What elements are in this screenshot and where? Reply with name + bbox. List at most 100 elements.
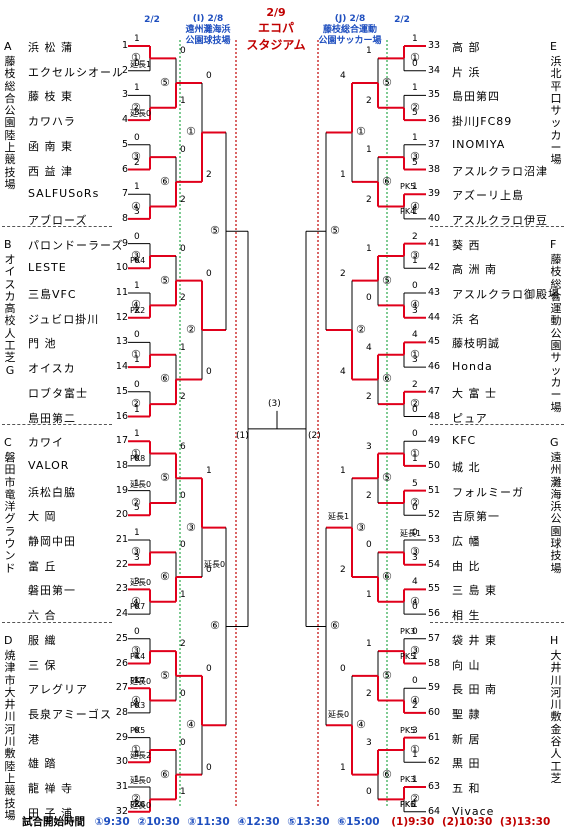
r2-score-left: 0: [180, 243, 186, 254]
final-time-1: (1)9:30: [391, 816, 435, 828]
r1-score-right: 1: [412, 83, 418, 94]
r1-score-right: 1: [412, 34, 418, 44]
left-venue-header: (I) 2/8 遠州灘海浜 公園球技場: [176, 14, 240, 47]
team-number-right: 35: [428, 89, 441, 101]
team-number-left: 28: [115, 706, 128, 718]
r1-score-left: 1: [134, 182, 140, 193]
team-name-left: 島田第二: [28, 411, 76, 425]
r3-score-right: 4: [340, 367, 346, 378]
right-venue-line2: 藤枝総合運動: [322, 25, 377, 35]
team-name-right: アスルクラロ伊豆: [452, 213, 548, 227]
r1-match-circle-right: ②: [410, 397, 420, 411]
r1-score-left: 6: [134, 256, 140, 267]
r1-match-circle-right: ①: [410, 446, 420, 460]
right-venue-line1: (J) 2/8: [334, 14, 366, 24]
team-name-left: 長泉アミーゴス: [28, 707, 112, 721]
r1-score-right: 0: [412, 503, 418, 514]
note-left: PK7: [130, 676, 146, 686]
r1-score-left: 4: [134, 651, 140, 662]
team-name-left: パロンドーラーズ: [28, 238, 124, 252]
semifinal-label-left: (1): [236, 430, 249, 441]
r1-match-circle-right: ④: [410, 594, 420, 608]
team-name-left: 服 織: [28, 633, 57, 647]
note-right-r4: 延長0: [328, 709, 350, 719]
r2-score-left: 2: [180, 194, 186, 205]
team-name-right: 長 田 南: [452, 683, 497, 697]
final-time-2: (2)10:30: [441, 816, 493, 828]
team-name-right: 浜 名: [452, 312, 481, 326]
r3-score-right: 4: [340, 71, 346, 82]
r1-match-circle-left: ③: [131, 545, 141, 559]
r1-score-right: 4: [412, 330, 418, 341]
team-name-right: 島田第四: [452, 90, 500, 104]
r1-score-left: 2: [134, 157, 140, 168]
team-name-right: 高 部: [452, 41, 481, 54]
time-6: ⑥15:00: [337, 816, 380, 828]
team-name-right: 聖 隷: [452, 707, 481, 721]
note-right: PK6: [400, 799, 416, 809]
group-separator-right: [430, 622, 564, 623]
r1-score-left: 0: [134, 58, 140, 69]
r1-score-left: 4: [134, 750, 140, 761]
group-letter-left: C: [4, 436, 12, 449]
note-right-r3: 延長1: [328, 512, 350, 522]
team-number-left: 25: [115, 632, 128, 644]
group-venue-right: 大井川河川敷金谷人工芝: [550, 649, 562, 785]
team-name-left: 藤 枝 東: [28, 90, 73, 104]
team-number-right: 44: [428, 311, 441, 323]
r1-match-circle-right: ④: [410, 199, 420, 213]
team-number-right: 53: [428, 534, 441, 545]
team-number-right: 37: [428, 138, 441, 150]
semifinal-label-right: (2): [308, 430, 321, 441]
r1-score-right: 0: [412, 281, 418, 291]
r2-score-left: 0: [180, 490, 186, 501]
team-number-left: 12: [115, 311, 128, 323]
r2-score-left: 2: [180, 639, 186, 650]
left-venue-line1: (I) 2/8: [192, 14, 224, 24]
r1-score-left: 0: [134, 132, 140, 143]
team-number-left: 17: [115, 435, 128, 447]
r1-match-circle-right: ③: [410, 545, 420, 559]
team-number-left: 5: [121, 138, 128, 150]
r3-score-right: 1: [340, 762, 346, 773]
note-left-r3: 延長0: [204, 559, 226, 569]
team-name-left: 三 保: [28, 658, 57, 672]
r1-score-right: 1: [412, 132, 418, 143]
team-number-right: 39: [428, 188, 441, 200]
r2-score-right: 0: [366, 787, 372, 798]
r3-score-right: 2: [340, 268, 346, 279]
team-number-left: 31: [115, 781, 128, 792]
team-name-right: 広 幡: [452, 535, 481, 548]
team-number-right: 36: [428, 114, 441, 126]
r1-match-circle-left: ①: [131, 742, 141, 756]
r1-match-circle-right: ①: [410, 51, 420, 65]
left-venue-line3: 公園球技場: [185, 36, 231, 46]
group-letter-right: E: [550, 40, 557, 53]
team-number-right: 43: [428, 287, 441, 298]
r2-score-left: 0: [180, 737, 186, 748]
r1-match-circle-left: ③: [131, 644, 141, 658]
r2-match-circle-left: ⑤: [160, 273, 170, 287]
team-number-right: 54: [428, 558, 441, 570]
team-number-right: 60: [428, 706, 441, 718]
team-name-left: 六 合: [28, 609, 57, 623]
group-venue-left: 藤枝総合公園陸上競技場: [4, 55, 16, 191]
team-name-left: カワイ: [28, 436, 64, 450]
r1-score-right: 0: [412, 528, 418, 538]
group-letter-right: H: [550, 634, 559, 647]
note-left: 延長1: [130, 59, 152, 69]
r1-match-circle-left: ④: [131, 199, 141, 213]
team-number-right: 49: [428, 435, 441, 447]
r4-match-circle-right: ⑤: [330, 224, 340, 238]
r1-match-circle-left: ②: [131, 792, 141, 806]
team-number-left: 22: [115, 558, 128, 570]
r1-score-right: 0: [412, 58, 418, 69]
r3-score-left: 1: [206, 466, 212, 477]
r1-score-right: 2: [412, 379, 418, 390]
team-name-left: 浜 松 蒲: [28, 41, 73, 54]
r1-score-right: 0: [412, 429, 418, 440]
r1-score-left: 3: [134, 552, 140, 563]
r1-score-right: 1: [412, 750, 418, 761]
team-number-right: 33: [428, 40, 441, 51]
r1-match-circle-left: ②: [131, 397, 141, 411]
